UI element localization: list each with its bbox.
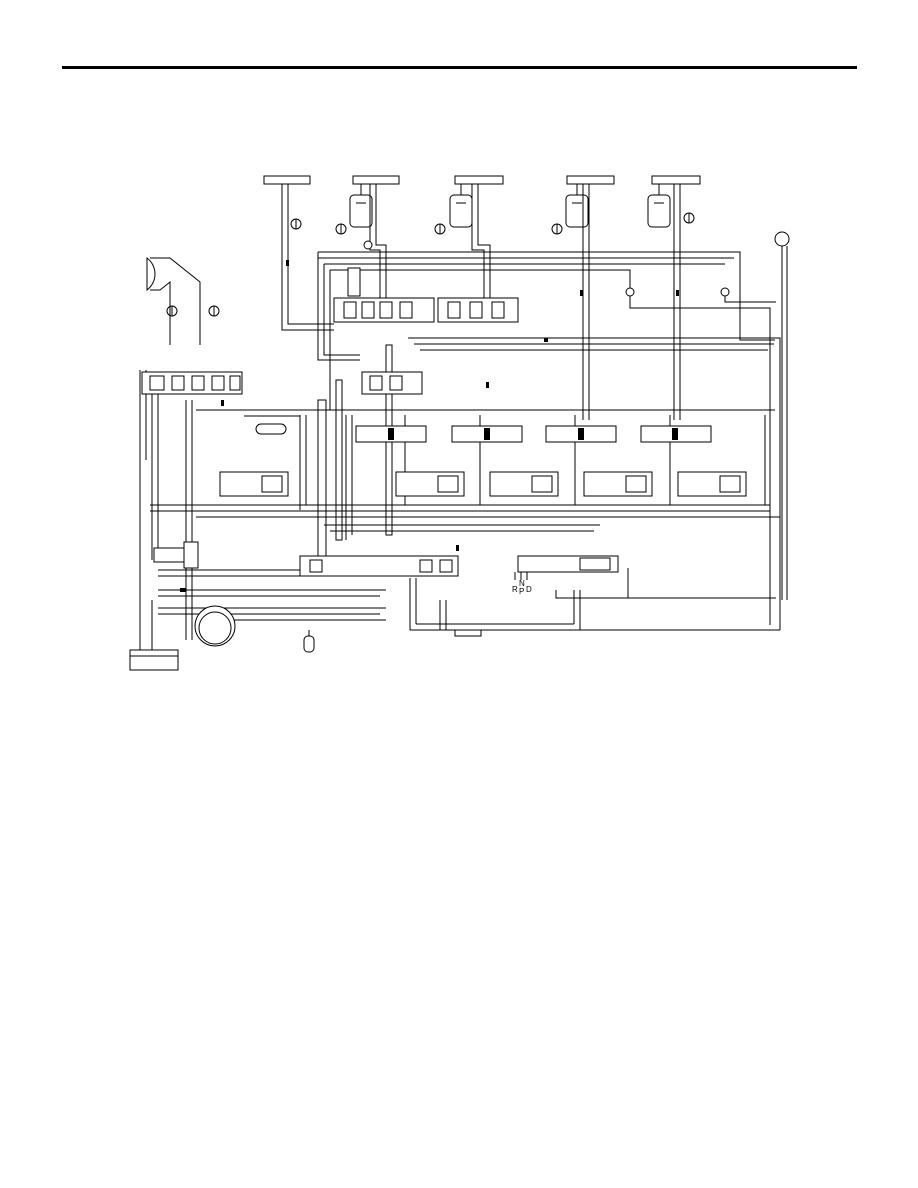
- pressure-check-icon: [208, 305, 220, 317]
- gauge-icon: [774, 231, 790, 600]
- hydraulic-lines: [139, 184, 781, 650]
- oil-strainer-icon: [129, 649, 179, 671]
- header-rule: [62, 66, 857, 69]
- solenoid-valve-row: [219, 471, 747, 497]
- manual-valve-lower: [299, 555, 459, 577]
- pressure-check-icon: [434, 223, 446, 235]
- valve-body-upper-1: [333, 267, 435, 323]
- selector-position-r: R: [512, 585, 518, 594]
- pressure-check-icon: [290, 218, 302, 230]
- orifice-markers: [180, 240, 730, 592]
- valve-body-upper-2: [437, 297, 519, 323]
- accumulator-icon: [647, 184, 671, 228]
- pressure-check-icon: [551, 223, 563, 235]
- regulator-valve: [141, 371, 243, 395]
- pressure-check-icon: [683, 212, 695, 224]
- oil-pump-icon: [194, 605, 236, 647]
- accumulator-icon: [349, 184, 373, 228]
- oil-cooler-icon: [146, 256, 201, 345]
- selector-position-n: N: [519, 579, 525, 588]
- selector-position-d: D: [526, 585, 532, 594]
- pressure-check-icon: [335, 223, 347, 235]
- shift-valve-row: [355, 425, 712, 443]
- check-ball-icon: [303, 630, 315, 653]
- shift-valve-center: [361, 371, 423, 395]
- lower-left-valve: [153, 541, 199, 569]
- pressure-check-icon: [166, 305, 178, 317]
- damper-valve: [255, 423, 287, 435]
- accumulator-icon: [565, 184, 589, 228]
- top-components: [263, 175, 701, 185]
- manual-selector-valve: [514, 555, 619, 580]
- accumulator-icon: [449, 184, 473, 228]
- selector-position-p: P: [519, 587, 524, 596]
